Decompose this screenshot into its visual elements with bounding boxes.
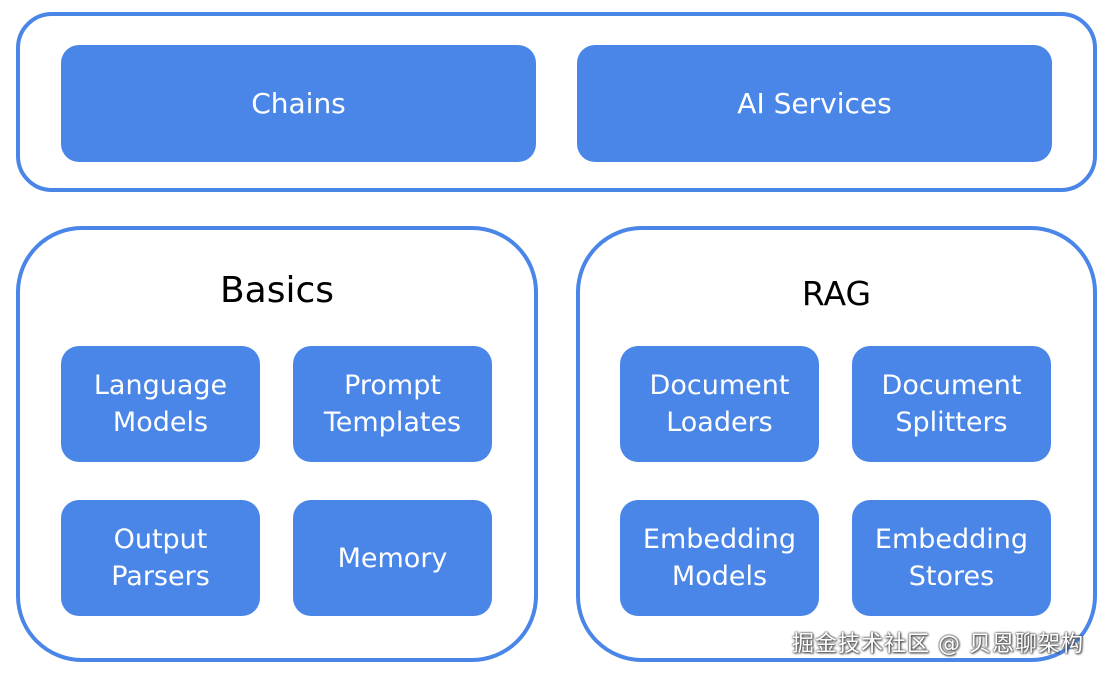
document-splitters-box[interactable]: Document Splitters [852,346,1051,462]
basics-panel: Basics Language Models Prompt Templates … [16,226,538,662]
basics-title: Basics [219,270,335,311]
ai-services-box[interactable]: AI Services [577,45,1052,162]
chains-box[interactable]: Chains [61,45,536,162]
top-panel: Chains AI Services [16,12,1097,192]
rag-title: RAG [801,274,872,313]
watermark-text: 掘金技术社区 @ 贝恩聊架构 [792,632,1084,657]
memory-box[interactable]: Memory [293,500,492,616]
embedding-stores-box[interactable]: Embedding Stores [852,500,1051,616]
document-loaders-box[interactable]: Document Loaders [620,346,819,462]
prompt-templates-box[interactable]: Prompt Templates [293,346,492,462]
rag-panel: RAG Document Loaders Document Splitters … [576,226,1097,662]
embedding-models-box[interactable]: Embedding Models [620,500,819,616]
output-parsers-box[interactable]: Output Parsers [61,500,260,616]
language-models-box[interactable]: Language Models [61,346,260,462]
